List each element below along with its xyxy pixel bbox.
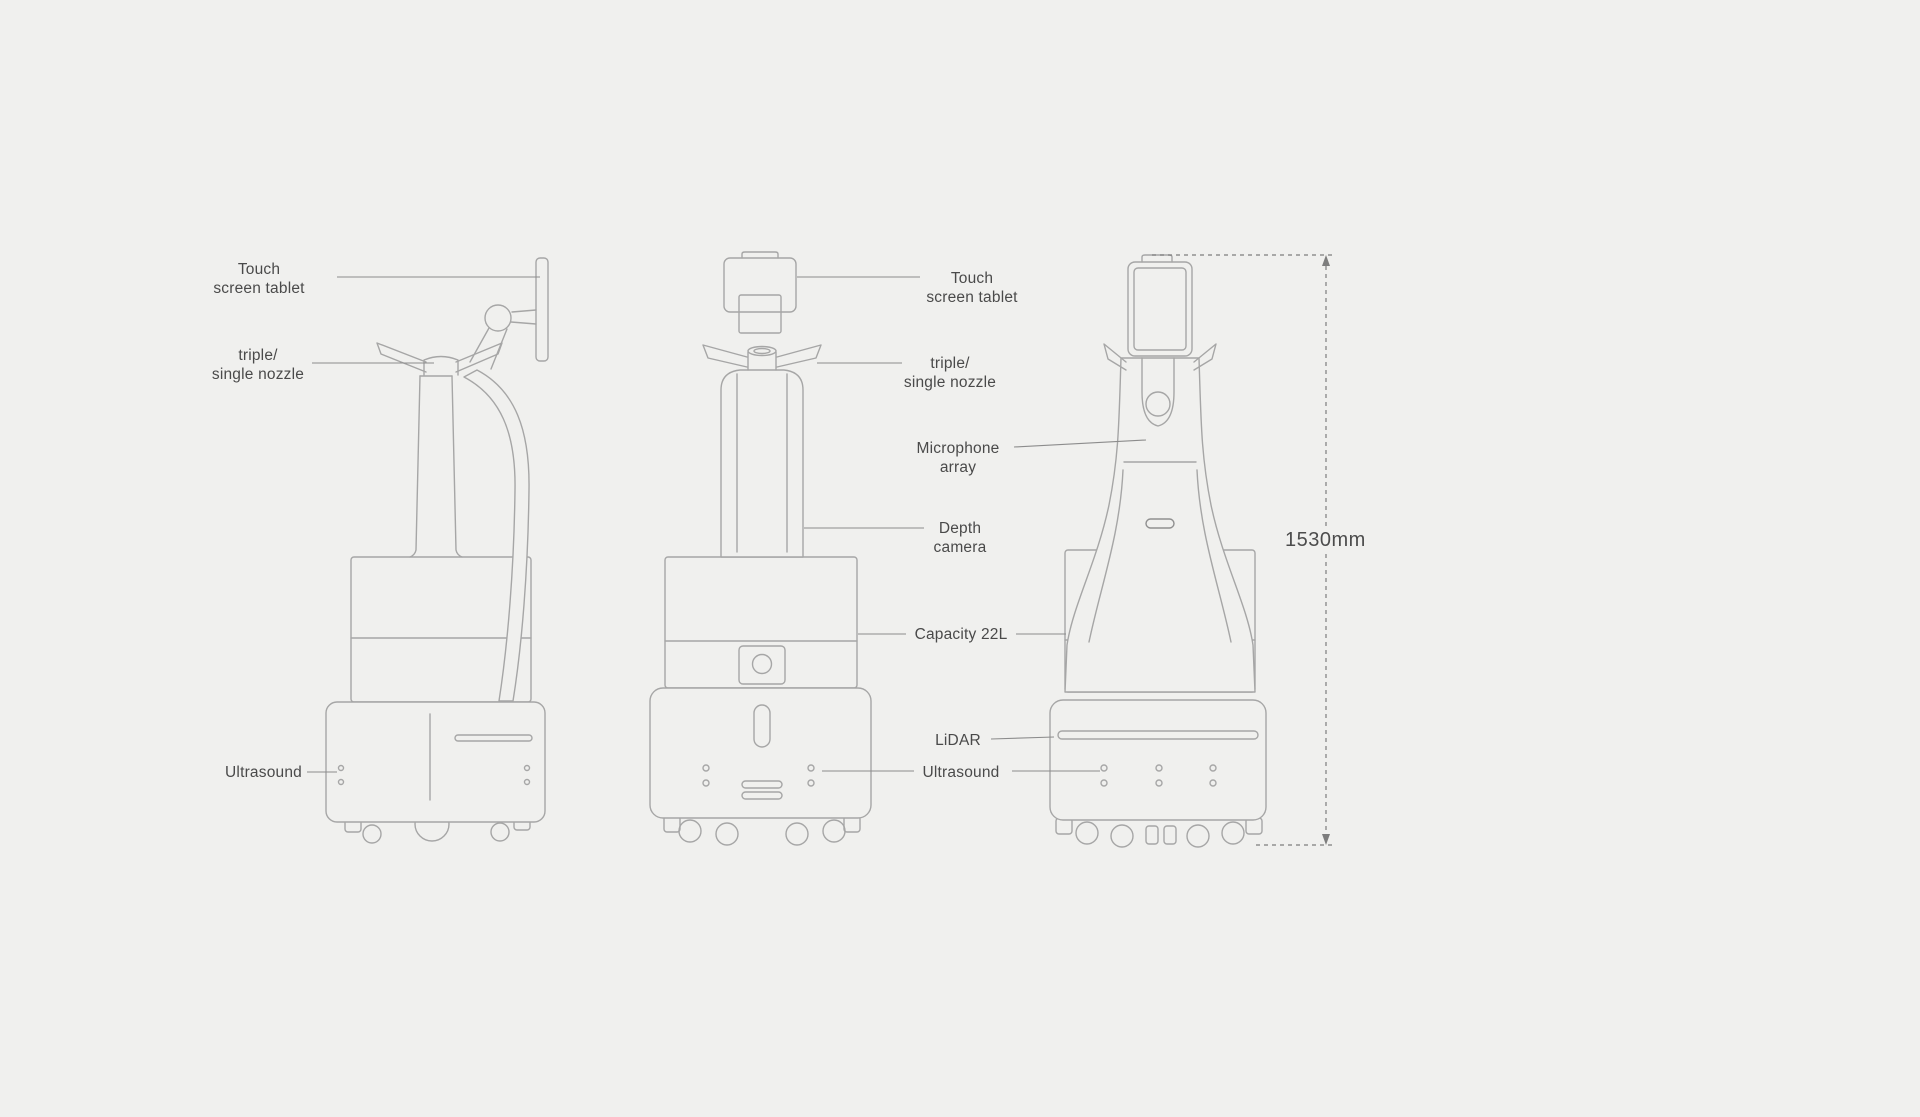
front-wheels <box>663 815 861 846</box>
front-touch-screen-tablet <box>723 251 797 334</box>
dimension-arrow-bottom <box>1322 834 1330 845</box>
side-touch-screen-tablet <box>469 257 549 370</box>
front-tank <box>664 556 858 689</box>
front-nozzle <box>702 344 822 371</box>
back-wheels <box>1055 817 1263 848</box>
side-nozzle <box>376 342 503 376</box>
dimension-arrow-top <box>1322 255 1330 266</box>
label-side-touch-screen-tablet: Touch screen tablet <box>213 261 305 297</box>
label-height-dimension: 1530mm <box>1280 527 1371 554</box>
label-capacity: Capacity 22L <box>914 626 1008 643</box>
front-neck <box>720 369 804 558</box>
front-camera-box <box>738 645 786 685</box>
front-ultrasound-sensors <box>702 764 815 787</box>
front-camera-lens <box>751 653 773 675</box>
back-body <box>1064 357 1256 693</box>
robot-front-view <box>649 251 872 846</box>
back-ultrasound-sensors <box>1100 764 1217 787</box>
back-touch-screen-tablet <box>1127 254 1193 357</box>
side-column <box>409 375 463 558</box>
label-microphone-array: Microphone array <box>916 440 1000 476</box>
front-base <box>649 687 872 819</box>
back-nozzle-wings <box>1103 343 1217 371</box>
side-base <box>325 701 546 823</box>
robot-side-view <box>325 257 549 844</box>
robot-back-view <box>1049 254 1267 848</box>
label-side-nozzle: triple/ single nozzle <box>211 347 305 383</box>
back-lidar-slot <box>1057 730 1259 740</box>
label-depth-camera: Depth camera <box>933 520 987 556</box>
leader-lidar <box>990 736 1055 740</box>
back-depth-camera <box>1145 518 1175 529</box>
leader-microphone-array <box>1013 439 1147 448</box>
back-base <box>1049 699 1267 821</box>
back-microphone-array <box>1141 357 1175 427</box>
label-front-ultrasound: Ultrasound <box>922 764 1000 781</box>
label-lidar: LiDAR <box>935 732 981 749</box>
side-handle-tube <box>463 369 530 702</box>
side-ultrasound-sensors <box>337 764 531 786</box>
label-front-touch-screen-tablet: Touch screen tablet <box>926 270 1018 306</box>
leader-lines <box>307 276 1147 773</box>
label-side-ultrasound: Ultrasound <box>225 764 302 781</box>
label-front-nozzle: triple/ single nozzle <box>903 355 997 391</box>
